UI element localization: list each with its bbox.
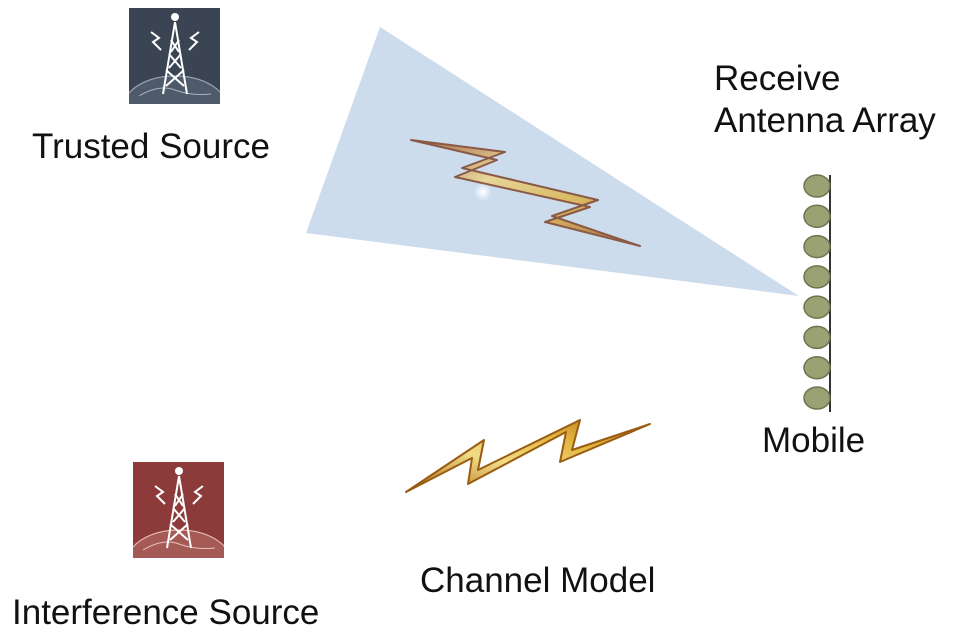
antenna-element [803,386,831,410]
antenna-array [803,174,831,412]
antenna-element [803,174,831,198]
channel-lightning-bolt-icon [405,419,651,493]
receive-label-line1: Receive [714,59,841,98]
antenna-element [803,295,831,319]
mobile-label: Mobile [762,421,866,460]
antenna-element [803,325,831,350]
interference-source-radio-tower-icon [133,462,224,558]
channel-model-label: Channel Model [420,561,656,600]
antenna-element [803,204,831,229]
receive-label-line2: Antenna Array [714,101,936,140]
antenna-element [803,265,831,289]
antenna-element [803,355,831,380]
trusted-source-label: Trusted Source [32,127,270,166]
antenna-element [803,234,831,259]
trusted-source-radio-tower-icon [129,8,220,104]
interference-source-label: Interference Source [12,593,320,632]
receive-antenna-array-label: Receive Antenna Array [714,58,936,142]
trusted-signal-lightning-bolt-icon [410,139,641,247]
beam-cone [306,27,799,296]
